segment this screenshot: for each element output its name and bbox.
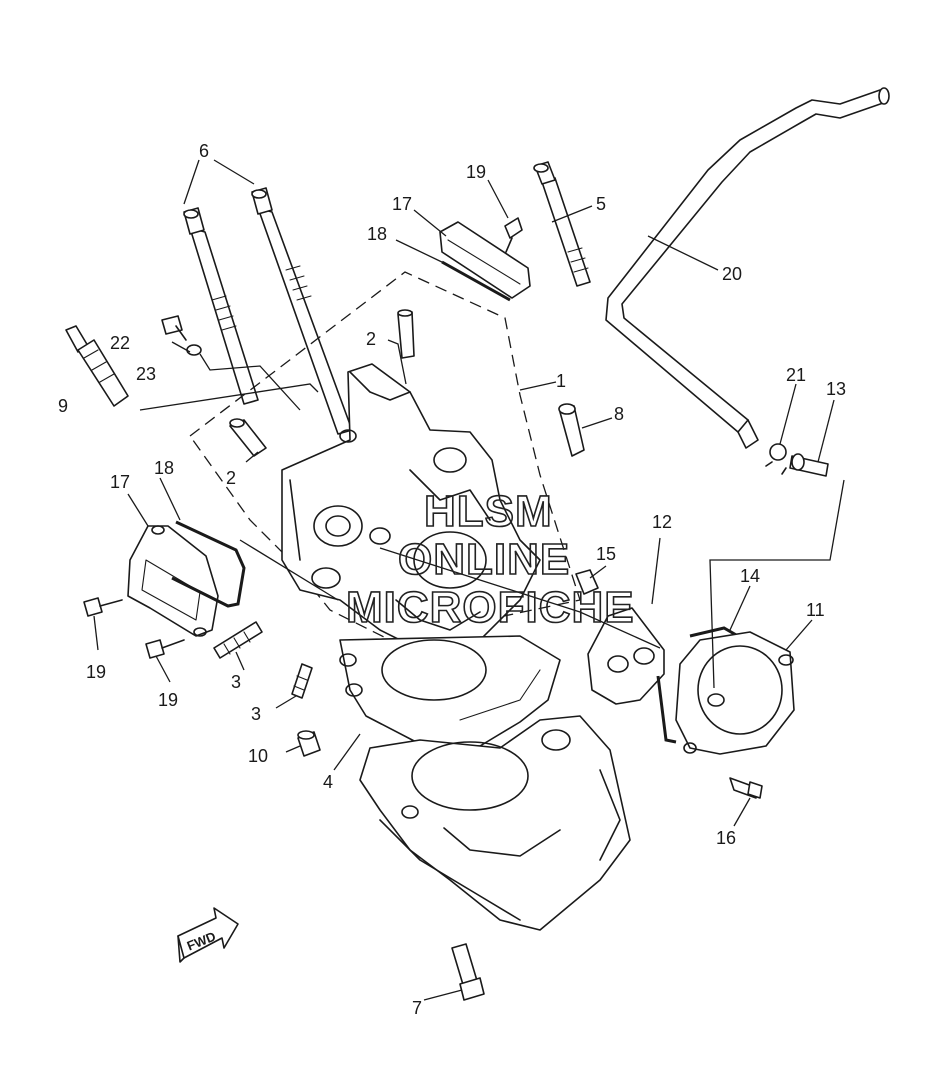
callout-21: 21 [786, 365, 806, 385]
callout-6: 6 [199, 141, 209, 161]
callout-7: 7 [412, 998, 422, 1018]
breather-hose [605, 87, 890, 449]
assembly-boundary [189, 271, 581, 641]
side-cover-11 [675, 631, 795, 755]
watermark: HLSM ONLINE MICROFICHE [345, 486, 635, 633]
dowel-pin-10 [297, 730, 321, 757]
washer-23 [186, 344, 202, 356]
callout-19-left-lower: 19 [158, 690, 178, 710]
callout-13: 13 [826, 379, 846, 399]
callout-19-left-upper: 19 [86, 662, 106, 682]
callout-17-left: 17 [110, 472, 130, 492]
top-cam-cap [439, 217, 531, 302]
stud-3-upper [213, 621, 263, 659]
bolt-19-left-upper [83, 597, 123, 617]
plate-12 [587, 607, 665, 705]
callout-20: 20 [722, 264, 742, 284]
valve-guide-upper [397, 309, 415, 359]
callout-14: 14 [740, 566, 760, 586]
left-valve-cover [127, 520, 246, 637]
callout-18-left: 18 [154, 458, 174, 478]
callout-5: 5 [596, 194, 606, 214]
callout-12: 12 [652, 512, 672, 532]
fitting-13 [789, 453, 829, 477]
watermark-line-2: ONLINE [398, 535, 570, 584]
callout-15: 15 [596, 544, 616, 564]
bolt-8 [558, 403, 585, 457]
cylinder-block [359, 715, 631, 931]
clip-21 [765, 443, 787, 475]
watermark-line-3: MICROFICHE [346, 583, 635, 632]
fwd-arrow-badge: FWD [177, 907, 239, 963]
callout-23: 23 [136, 364, 156, 384]
callout-3-upper: 3 [231, 672, 241, 692]
head-stud-6a [183, 207, 259, 405]
callout-19-top: 19 [466, 162, 486, 182]
bolt-22 [161, 315, 187, 341]
callout-labels: 6 19 5 17 18 20 2 22 23 1 21 13 9 8 2 18… [58, 141, 846, 1018]
callout-10: 10 [248, 746, 268, 766]
callout-11: 11 [806, 600, 825, 620]
valve-guide-left [229, 418, 267, 457]
bolt-16 [729, 777, 763, 799]
head-stud-5 [533, 161, 591, 287]
stud-3-lower [291, 663, 313, 699]
callout-18-top: 18 [367, 224, 387, 244]
head-stud-6b [251, 187, 353, 435]
leader-lines [93, 159, 845, 1001]
bolt-7 [451, 943, 485, 1001]
watermark-line-1: HLSM [424, 487, 553, 536]
callout-2-upper: 2 [366, 329, 376, 349]
callout-9: 9 [58, 396, 68, 416]
callout-8: 8 [614, 404, 624, 424]
callout-2-left: 2 [226, 468, 236, 488]
callout-17-top: 17 [392, 194, 412, 214]
oring-14 [656, 626, 739, 744]
spark-plug [65, 325, 129, 407]
callout-4: 4 [323, 772, 333, 792]
callout-1: 1 [556, 371, 566, 391]
bolt-19-left-lower [145, 639, 185, 659]
callout-3-lower: 3 [251, 704, 261, 724]
callout-16: 16 [716, 828, 736, 848]
head-gasket [339, 635, 561, 747]
callout-22: 22 [110, 333, 130, 353]
